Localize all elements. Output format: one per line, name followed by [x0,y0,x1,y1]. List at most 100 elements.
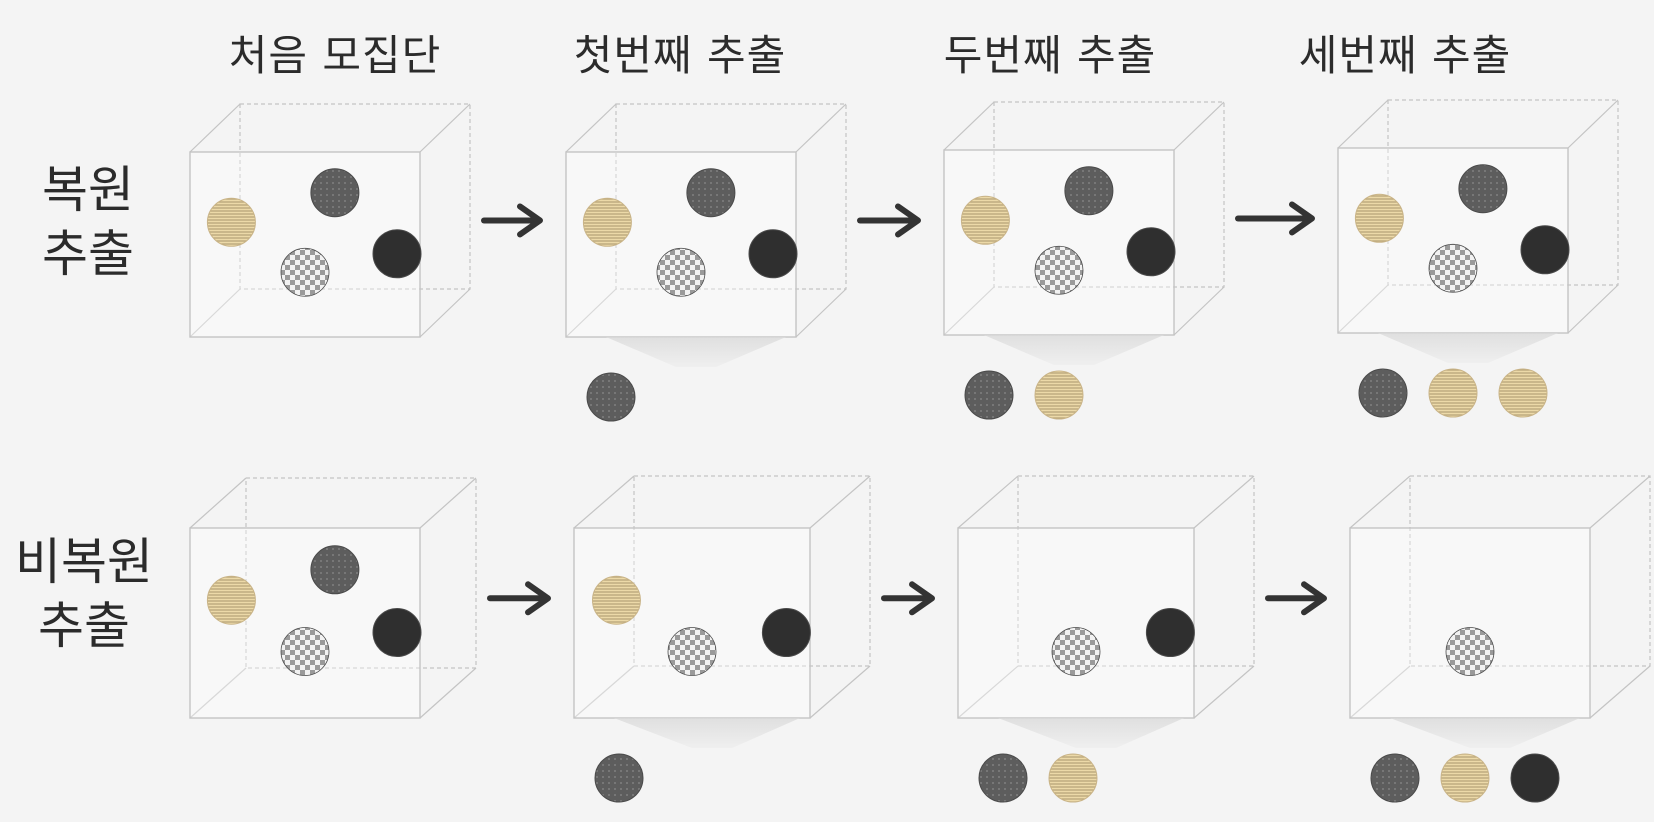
drawn-ball-striped [1498,368,1548,418]
box-edge [1589,665,1651,719]
box-back-face [993,101,1225,288]
box-edge [809,665,871,719]
row-label-line1: 비복원 [15,533,153,591]
box-edge [1589,475,1651,529]
ball-striped [1354,193,1404,243]
box-edge [565,103,617,153]
box-edge [1193,475,1255,529]
box-back-face [1387,99,1619,286]
right-arrow-icon [881,581,935,616]
ball-checkered [280,247,330,297]
box-edge [189,477,247,529]
box-edge [1349,475,1411,529]
draw-funnel [1378,333,1558,363]
box-edge [1173,101,1225,151]
header-third-draw: 세번째 추출 [1298,31,1512,80]
draw-funnel [606,337,786,367]
ball-black [1520,225,1570,275]
arrow-head [1289,201,1315,236]
arrow-head [1301,581,1327,616]
drawn-ball-dotted [1358,368,1408,418]
right-arrow-icon [487,581,551,616]
ball-dotted [1458,164,1508,214]
ball-black [761,608,811,657]
row-label-with-replacement: 복원 추출 [42,158,134,286]
box-edge [957,475,1019,529]
right-arrow-icon [1235,201,1315,236]
arrow-head [525,581,551,616]
ball-checkered [656,247,706,297]
box-edge [419,667,477,719]
ball-black [1145,608,1195,657]
box-back-face [245,477,477,669]
box-edge [1337,284,1389,334]
drawn-ball-dotted [978,753,1028,803]
box-edge [809,475,871,529]
drawn-ball-striped [1048,753,1098,803]
drawn-ball-black [1510,753,1560,803]
box-edge [1349,665,1411,719]
box-edge [189,667,247,719]
box-edge [795,103,847,153]
box-edge [1173,286,1225,336]
box-edge [189,103,241,153]
ball-dotted [310,545,360,595]
box-front-face [1349,527,1591,719]
ball-striped [206,197,256,247]
drawn-ball-dotted [1370,753,1420,803]
drawn-ball-dotted [594,753,644,803]
header-second-draw: 두번째 추출 [943,31,1157,80]
ball-checkered [1034,245,1084,295]
draw-funnel [614,718,800,748]
drawn-ball-striped [1428,368,1478,418]
box-edge [943,101,995,151]
box-edge [795,288,847,338]
box-edge [1567,284,1619,334]
box-back-face [1017,475,1255,667]
box-edge [957,665,1019,719]
box-back-face [633,475,871,667]
ball-striped [960,195,1010,245]
box-edge [419,103,471,153]
ball-striped [591,575,641,625]
ball-striped [206,575,256,625]
ball-dotted [310,168,360,218]
ball-checkered [1428,243,1478,293]
ball-checkered [1445,627,1495,676]
draw-funnel [1390,718,1580,748]
draw-funnel [998,718,1184,748]
ball-checkered [280,627,330,676]
box-edge [573,665,635,719]
row-label-line2: 추출 [42,225,134,283]
arrow-head [895,203,921,238]
box-edge [565,288,617,338]
box-edge [1567,99,1619,149]
right-arrow-icon [857,203,921,238]
ball-dotted [1064,166,1114,216]
box-edge [189,288,241,338]
box-edge [1193,665,1255,719]
drawn-ball-dotted [964,370,1014,420]
drawn-ball-striped [1440,753,1490,803]
box-edge [573,475,635,529]
drawn-ball-striped [1034,370,1084,420]
ball-checkered [667,627,717,676]
row-label-line2: 추출 [38,597,130,655]
row-label-without-replacement: 비복원 추출 [15,530,153,658]
box-edge [419,288,471,338]
right-arrow-icon [1265,581,1327,616]
arrow-head [517,203,543,238]
box-back-face [1409,475,1651,667]
ball-dotted [686,168,736,218]
draw-funnel [984,335,1164,365]
ball-black [372,229,422,279]
ball-black [1126,227,1176,277]
box-back-face [239,103,471,290]
ball-striped [582,197,632,247]
right-arrow-icon [481,203,543,238]
ball-black [372,608,422,657]
box-edge [943,286,995,336]
header-initial-population: 처음 모집단 [228,31,442,80]
header-first-draw: 첫번째 추출 [573,31,787,80]
